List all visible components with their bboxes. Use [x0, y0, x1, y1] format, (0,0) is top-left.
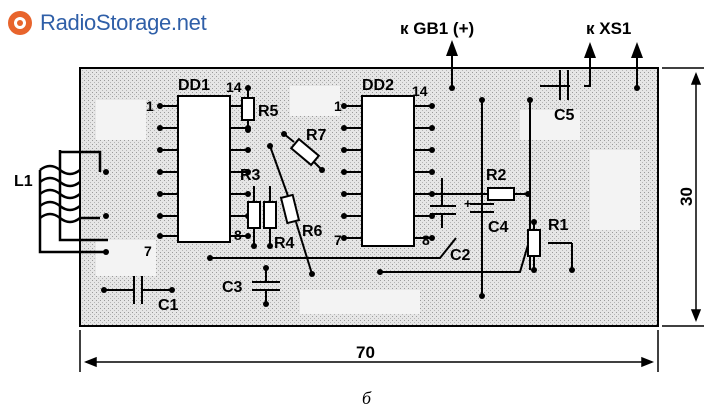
label-socket: к XS1	[586, 19, 631, 38]
label-c2: C2	[450, 247, 471, 264]
label-dd1: DD1	[178, 77, 210, 94]
site-logo: RadioStorage.net	[6, 8, 207, 38]
dd2-pin1: 1	[334, 98, 342, 114]
label-dd2: DD2	[362, 77, 394, 94]
capacitor-c4	[470, 196, 494, 222]
dd1-pin14: 14	[226, 79, 242, 95]
site-name: RadioStorage.net	[40, 10, 207, 35]
label-r7: R7	[306, 127, 327, 144]
label-r3: R3	[240, 167, 261, 184]
label-r5: R5	[258, 103, 279, 120]
resistor-r5	[241, 88, 255, 130]
label-c5: C5	[554, 107, 575, 124]
figure-caption: б	[362, 388, 372, 408]
capacitor-c1	[104, 276, 172, 304]
chip-dd2	[361, 95, 415, 247]
logo-icon	[8, 11, 32, 35]
dd2-pin14: 14	[412, 83, 428, 99]
label-r4: R4	[274, 235, 295, 252]
copper-gaps	[96, 86, 640, 314]
capacitor-c2	[430, 178, 456, 228]
capacitor-c5	[559, 70, 569, 100]
dd2-pin8: 8	[422, 232, 430, 248]
dd1-pin1: 1	[146, 98, 154, 114]
coil-pads	[103, 169, 109, 255]
dimension-width: 70	[356, 343, 375, 362]
label-r6: R6	[302, 223, 323, 240]
label-r1: R1	[548, 217, 569, 234]
dimension-lines	[79, 67, 704, 372]
coil-l1	[38, 150, 108, 254]
label-battery: к GB1 (+)	[400, 19, 474, 38]
resistor-r6	[269, 145, 313, 275]
dd1-pin7: 7	[144, 243, 152, 259]
chip-dd1	[177, 95, 231, 243]
label-l1: L1	[14, 173, 33, 190]
dd2-pin7: 7	[334, 232, 342, 248]
dd1-pin8: 8	[234, 227, 242, 243]
dimension-height: 30	[677, 187, 696, 206]
label-c3: C3	[222, 279, 243, 296]
label-c1: C1	[158, 297, 179, 314]
label-c4: C4	[488, 219, 509, 236]
resistor-r3	[247, 186, 261, 246]
c4-polarity: +	[464, 196, 472, 211]
label-r2: R2	[486, 167, 507, 184]
